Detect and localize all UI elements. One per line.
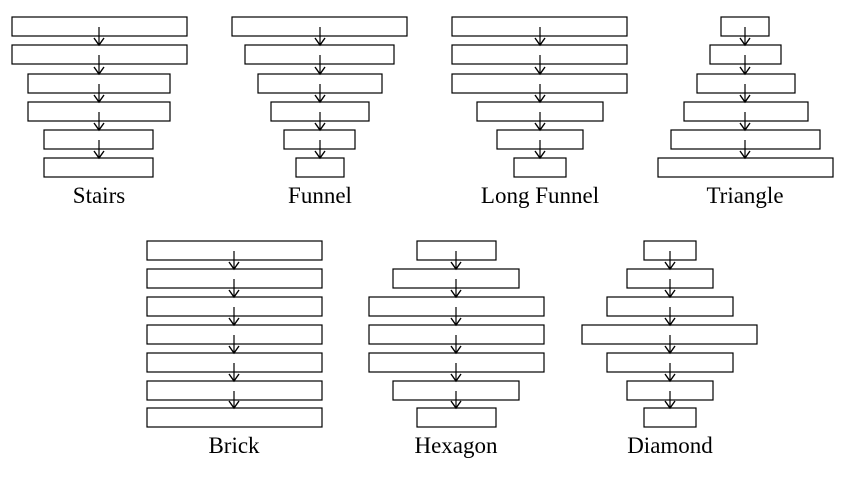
brick-bar — [146, 407, 323, 428]
funnel-connectors — [314, 27, 326, 160]
diagram-hexagon: Hexagon — [368, 240, 545, 458]
funnel-bar — [295, 157, 345, 178]
diamond-label: Diamond — [627, 433, 713, 458]
long-funnel-connectors — [534, 27, 546, 160]
triangle-bar — [657, 157, 834, 178]
diagram-stairs: Stairs — [11, 16, 188, 208]
long-funnel-bar — [513, 157, 567, 178]
hexagon-bar — [416, 407, 497, 428]
diagram-brick: Brick — [146, 240, 323, 458]
diamond-connectors — [664, 251, 676, 410]
brick-label: Brick — [208, 433, 260, 458]
diagram-long-funnel: Long Funnel — [451, 16, 628, 208]
stairs-bar — [43, 157, 154, 178]
funnel-label: Funnel — [288, 183, 352, 208]
diagram-triangle: Triangle — [657, 16, 834, 208]
triangle-bar — [683, 101, 809, 122]
triangle-label: Triangle — [706, 183, 783, 208]
diagram-diamond: Diamond — [581, 240, 758, 458]
triangle-bar — [696, 73, 796, 94]
hexagon-label: Hexagon — [414, 433, 498, 458]
stairs-label: Stairs — [73, 183, 125, 208]
long-funnel-label: Long Funnel — [481, 183, 599, 208]
stairs-connectors — [93, 27, 105, 160]
brick-connectors — [228, 251, 240, 410]
triangle-connectors — [739, 27, 751, 160]
diamond-bar — [643, 407, 697, 428]
diagram-funnel: Funnel — [231, 16, 408, 208]
hexagon-connectors — [450, 251, 462, 410]
